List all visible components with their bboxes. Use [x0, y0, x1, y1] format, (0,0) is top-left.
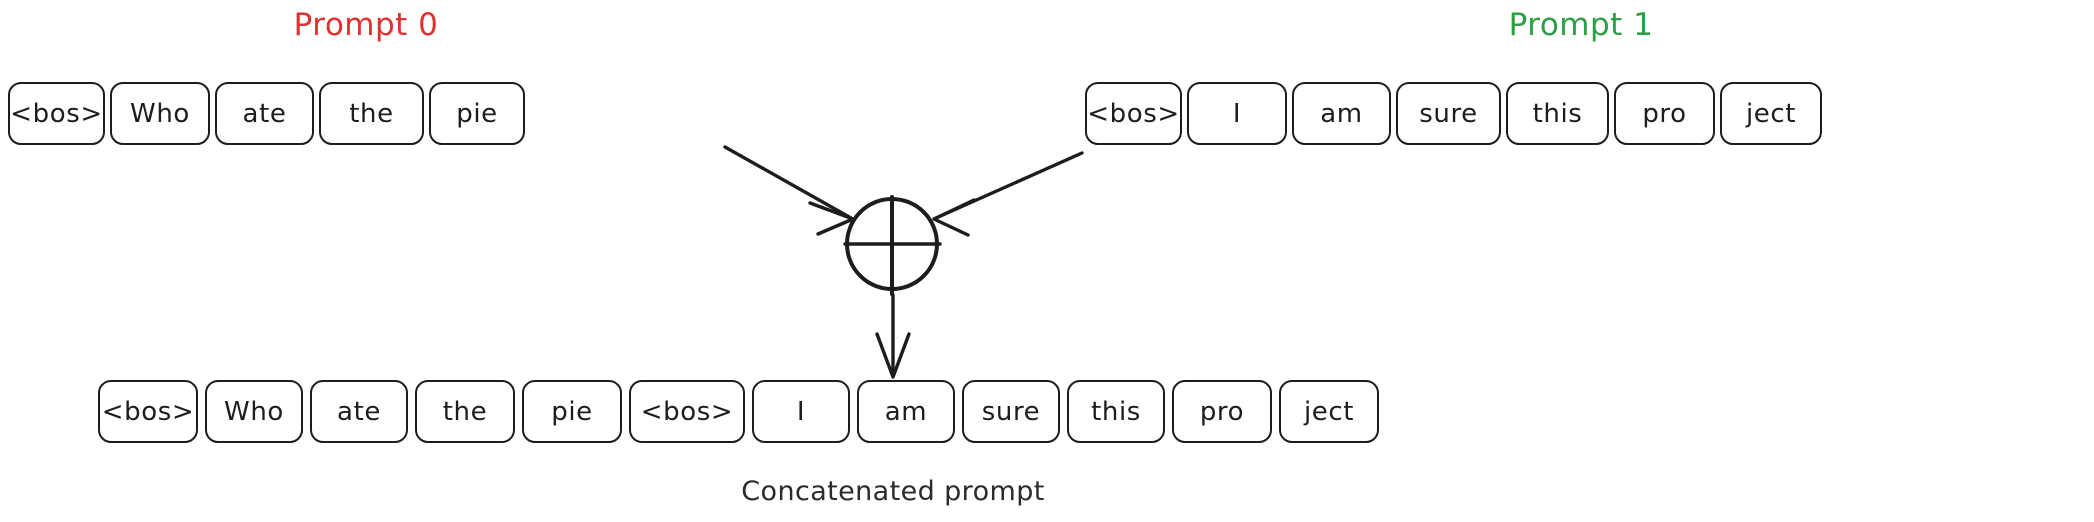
circled-plus-icon [843, 195, 942, 296]
prompt-0-token-0: <bos> [8, 82, 105, 145]
concatenated-prompt-caption: Concatenated prompt [741, 476, 1045, 507]
prompt-0-token-4: pie [429, 82, 525, 145]
prompt-1-token-1: I [1187, 82, 1287, 145]
arrow-operator-to-concatenated [875, 293, 911, 379]
prompt-1-token-2: am [1292, 82, 1391, 145]
arrow-prompt-0-to-operator [723, 145, 855, 236]
concatenated-token-7: am [857, 380, 955, 443]
concatenated-token-6: I [752, 380, 850, 443]
concatenated-token-9: this [1067, 380, 1165, 443]
concatenated-token-11: ject [1279, 380, 1379, 443]
concatenated-token-3: the [415, 380, 515, 443]
concatenated-token-1: Who [205, 380, 303, 443]
prompt-0-label: Prompt 0 [293, 7, 439, 43]
prompt-0-token-2: ate [215, 82, 314, 145]
prompt-0-token-1: Who [110, 82, 210, 145]
prompt-1-token-4: this [1506, 82, 1609, 145]
arrow-prompt-1-to-operator [932, 151, 1084, 237]
concatenated-token-5: <bos> [629, 380, 745, 443]
concatenated-token-0: <bos> [98, 380, 198, 443]
prompt-1-token-0: <bos> [1085, 82, 1182, 145]
prompt-0-token-3: the [319, 82, 424, 145]
prompt-1-token-3: sure [1396, 82, 1501, 145]
concatenated-token-2: ate [310, 380, 408, 443]
concatenated-token-8: sure [962, 380, 1060, 443]
prompt-1-token-6: ject [1720, 82, 1822, 145]
concatenated-token-4: pie [522, 380, 622, 443]
prompt-1-token-5: pro [1614, 82, 1715, 145]
concatenated-token-10: pro [1172, 380, 1272, 443]
prompt-1-label: Prompt 1 [1508, 7, 1654, 43]
